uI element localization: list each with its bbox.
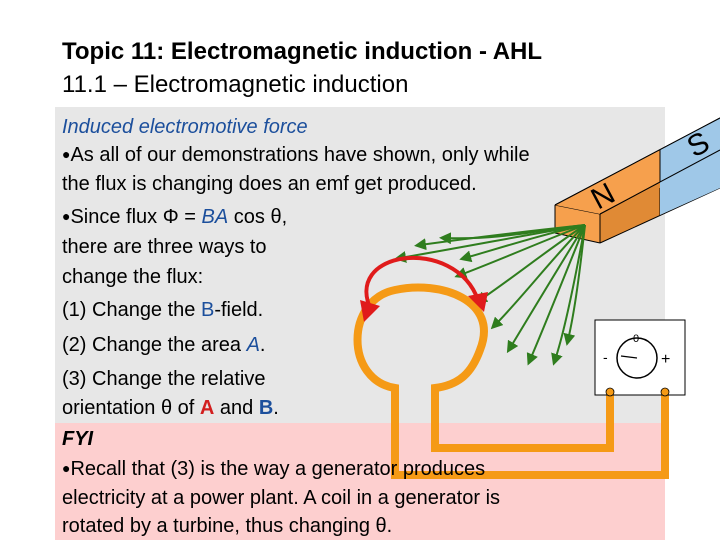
- meter-needle: [620, 355, 638, 359]
- bullet-glyph: ●: [62, 208, 71, 224]
- bullet-1-line-1: ●As all of our demonstrations have shown…: [62, 143, 530, 168]
- fyi-line-2: electricity at a power plant. A coil in …: [62, 487, 501, 509]
- three-ways-line: there are three ways to: [62, 236, 267, 258]
- magnet-south-half: [660, 150, 720, 215]
- field-line: [551, 224, 586, 366]
- field-line: [454, 224, 586, 279]
- bullet-1-text: As all of our demonstrations have shown,…: [70, 144, 530, 166]
- field-line: [414, 224, 586, 251]
- meter-zero-label: 0: [633, 333, 639, 345]
- field-line: [506, 224, 586, 354]
- magnet-end-face: [555, 205, 600, 243]
- field-line: [490, 224, 586, 330]
- item-1-B: B: [200, 299, 215, 321]
- bullet-glyph: ●: [62, 146, 71, 162]
- field-line: [563, 224, 586, 346]
- bullet-glyph: ●: [62, 460, 71, 476]
- meter-terminal-plus: [660, 387, 670, 397]
- slide-subtitle: 11.1 – Electromagnetic induction: [62, 71, 409, 98]
- meter-terminal-minus: [605, 387, 615, 397]
- field-lines: [394, 224, 586, 366]
- item-1: (1) Change the B-field.: [62, 299, 264, 321]
- bullet-2-line: ●Since flux Φ = BA cos θ,: [62, 206, 288, 228]
- bullet-1-line-2: the flux is changing does an emf get pro…: [62, 173, 477, 195]
- theta-symbol: θ: [270, 206, 282, 228]
- fyi-line-1: ●Recall that (3) is the way a generator …: [62, 458, 486, 480]
- fyi-line-3: rotated by a turbine, thus changing θ.: [62, 515, 393, 537]
- section-heading: Induced electromotive force: [62, 116, 308, 138]
- item-3-line-2: orientation θ of A and B.: [62, 397, 279, 419]
- bar-magnet: N S: [554, 117, 720, 244]
- BA-term: BA: [201, 206, 229, 228]
- item-2-A: A: [246, 334, 260, 356]
- field-line: [526, 224, 586, 366]
- fyi-label: FYI: [62, 428, 94, 450]
- item-2: (2) Change the area A.: [62, 334, 266, 356]
- galvanometer: 0 - +: [594, 319, 686, 397]
- item-3-line-1: (3) Change the relative: [62, 368, 266, 390]
- theta-symbol: θ: [160, 397, 173, 419]
- fyi-panel: [55, 423, 665, 540]
- phi-symbol: Φ: [162, 206, 179, 228]
- meter-plus-label: +: [661, 351, 670, 368]
- wire-circuit: [353, 283, 669, 479]
- meter-minus-label: -: [603, 349, 608, 365]
- wire-lower-lead: [391, 391, 669, 479]
- change-flux-line: change the flux:: [62, 266, 204, 288]
- field-line: [475, 224, 586, 304]
- item-3-B: B: [258, 397, 274, 419]
- field-line: [394, 224, 586, 263]
- magnet-north-top: [555, 150, 660, 214]
- wire-loop: [353, 283, 488, 422]
- wire-upper-lead: [431, 391, 614, 452]
- rotation-arrow: [360, 255, 488, 322]
- theta-symbol: θ: [375, 515, 387, 537]
- item-3-A: A: [199, 397, 215, 419]
- magnet-south-top: [660, 118, 720, 182]
- slide-title: Topic 11: Electromagnetic induction - AH…: [62, 38, 543, 65]
- content-panel: [55, 107, 665, 423]
